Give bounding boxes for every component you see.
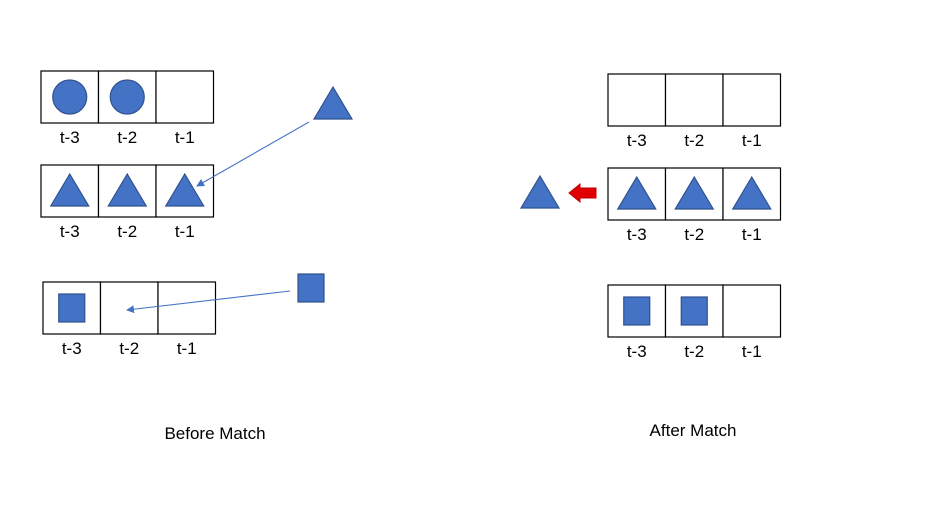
time-step-label: t-1: [177, 339, 197, 358]
time-step-label: t-3: [62, 339, 82, 358]
time-step-label: t-3: [627, 131, 647, 150]
outgoing-triangle-icon: [519, 174, 561, 209]
triangle-icon: [731, 175, 772, 210]
after-match-caption: After Match: [650, 421, 737, 440]
time-step-label: t-2: [119, 339, 139, 358]
circle-icon: [52, 79, 88, 115]
after-match-panel: t-3 t-2 t-1 t-3 t-2 t-1 t-3 t-2 t-1: [607, 73, 782, 361]
time-step-label: t-3: [627, 225, 647, 244]
square-connector-arrow: [126, 290, 291, 314]
time-step-label: t-1: [742, 131, 762, 150]
triangle-icon: [674, 175, 715, 210]
after-row-1-cell-3: [722, 73, 782, 127]
triangle-icon: [616, 175, 657, 210]
after-row-1: t-3 t-2 t-1: [607, 73, 782, 150]
time-step-label: t-2: [684, 342, 704, 361]
triangle-icon: [49, 172, 90, 207]
incoming-square-icon: [297, 273, 325, 303]
after-row-1-cell-1: [607, 73, 667, 127]
after-row-3: t-3 t-2 t-1: [607, 284, 782, 361]
square-icon: [680, 296, 708, 326]
time-step-label: t-3: [627, 342, 647, 361]
incoming-triangle-icon: [312, 85, 354, 120]
diagram-annotations: [126, 85, 597, 314]
time-step-label: t-2: [117, 128, 137, 147]
circle-icon: [109, 79, 145, 115]
after-row-1-cell-2: [664, 73, 724, 127]
before-row-1-cell-3: [155, 70, 215, 124]
before-row-3: t-3 t-2 t-1: [42, 281, 217, 358]
time-step-label: t-1: [175, 128, 195, 147]
red-left-arrow-icon: [568, 182, 597, 204]
before-row-3-cell-3: [157, 281, 217, 335]
before-match-panel: t-3 t-2 t-1 t-3 t-2 t-1 t-3 t-2 t-1: [40, 70, 217, 358]
time-step-label: t-1: [742, 342, 762, 361]
before-row-1: t-3 t-2 t-1: [40, 70, 215, 147]
time-step-label: t-3: [60, 222, 80, 241]
time-step-label: t-3: [60, 128, 80, 147]
time-step-label: t-1: [742, 225, 762, 244]
before-row-2: t-3 t-2 t-1: [40, 164, 215, 241]
time-step-label: t-2: [117, 222, 137, 241]
triangle-connector-arrow: [196, 121, 310, 187]
before-row-3-cell-2: [99, 281, 159, 335]
square-icon: [623, 296, 651, 326]
square-icon: [58, 293, 86, 323]
time-step-label: t-1: [175, 222, 195, 241]
after-row-2: t-3 t-2 t-1: [607, 167, 782, 244]
triangle-icon: [107, 172, 148, 207]
time-step-label: t-2: [684, 225, 704, 244]
after-row-3-cell-3: [722, 284, 782, 338]
time-step-label: t-2: [684, 131, 704, 150]
before-match-caption: Before Match: [164, 424, 265, 443]
triangle-icon: [164, 172, 205, 207]
